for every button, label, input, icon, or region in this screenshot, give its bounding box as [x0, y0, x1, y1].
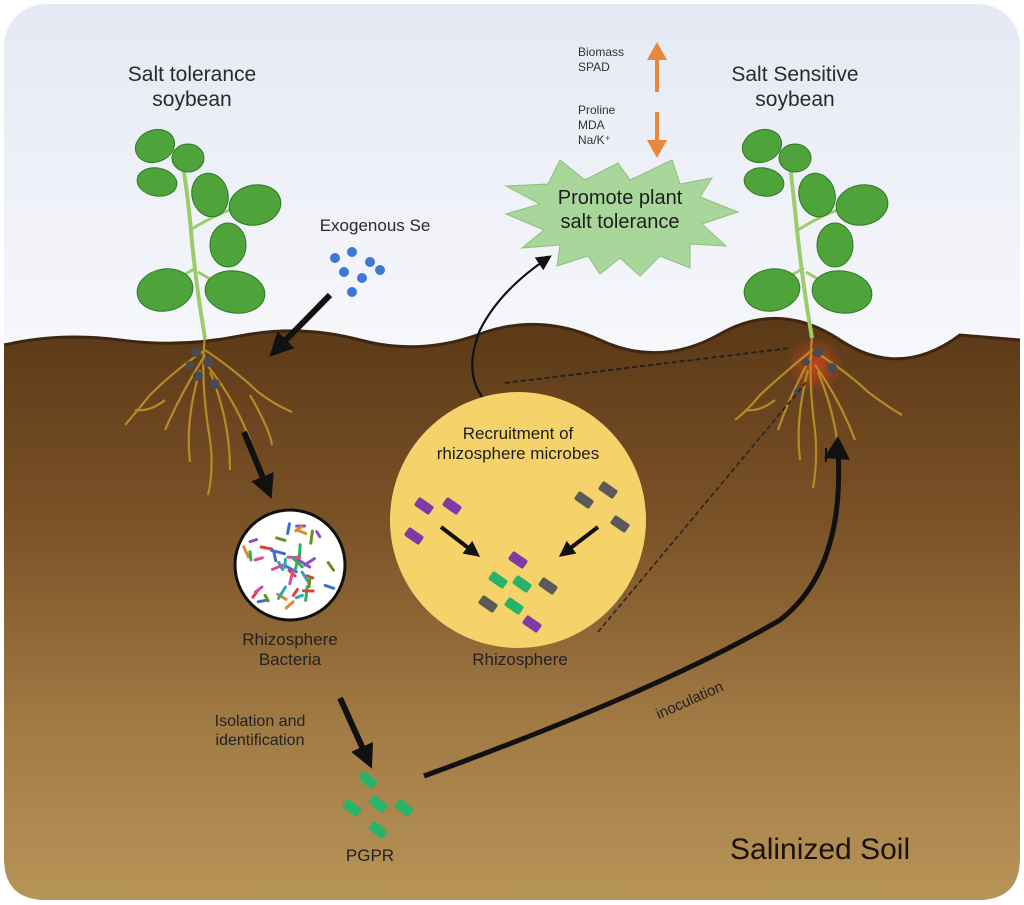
sensitive-soybean-plant — [734, 128, 903, 489]
isolation-label: Isolation and identification — [214, 713, 306, 750]
arrow-up-icon — [647, 42, 667, 92]
rhizosphere-bacteria-label: Rhizosphere Bacteria — [242, 630, 338, 670]
up-indicators-label: Biomass SPAD — [578, 45, 625, 74]
tolerant-root-se-dots — [186, 347, 220, 389]
down-indicators-label: Proline MDA Na/K⁺ — [578, 103, 616, 147]
bacterium-stroke — [272, 550, 278, 563]
bacterium-stroke — [270, 548, 286, 556]
bacterium-stroke — [284, 600, 295, 610]
root-to-bacteria-arrow — [241, 430, 274, 499]
bacterium-stroke — [263, 593, 270, 603]
bacterium-stroke — [315, 530, 322, 539]
circle-to-promote-arrow — [471, 255, 552, 409]
purple-to-center-arrow — [439, 525, 481, 557]
pgpr-label: PGPR — [345, 846, 395, 865]
salinized-soil-label: Salinized Soil — [730, 833, 911, 866]
bacterium-stroke — [275, 536, 287, 542]
exogenous-se-label: Exogenous Se — [319, 216, 431, 235]
bacterium-stroke — [277, 585, 287, 600]
bacterium-stroke — [242, 545, 250, 559]
bacteria-strokes — [242, 522, 336, 610]
bacterium-stroke — [256, 598, 268, 604]
bacterium-stroke — [298, 543, 302, 558]
bacterium-stroke — [283, 557, 287, 569]
bacterium-stroke — [296, 558, 312, 569]
promote-starburst — [504, 159, 740, 277]
circle-microbes — [404, 481, 630, 633]
bacterium-stroke — [291, 588, 299, 597]
bacterium-stroke — [248, 550, 253, 562]
rhizosphere-label: Rhizosphere — [472, 650, 568, 669]
bacterium-stroke — [288, 569, 295, 586]
sensitive-plant-label: Salt Sensitive soybean — [731, 63, 859, 112]
bacterium-stroke — [259, 545, 274, 551]
bacterium-stroke — [309, 529, 314, 545]
gray-to-center-arrow — [558, 525, 600, 557]
bacterium-stroke — [254, 585, 264, 594]
dashed-link-lower — [597, 379, 809, 633]
soil-surface-line — [3, 317, 1021, 361]
sensitive-root-dots — [794, 347, 837, 396]
bacterium-stroke — [303, 557, 316, 567]
recruitment-circle — [390, 392, 646, 648]
promote-salt-tolerance-label: Promote plant salt tolerance — [557, 187, 683, 233]
bacterium-stroke — [271, 563, 286, 571]
sensitive-plant-leaves — [741, 128, 889, 314]
bacterium-stroke — [323, 583, 336, 590]
bacterium-stroke — [253, 556, 264, 562]
bacterium-stroke — [300, 570, 311, 585]
bacterium-stroke — [248, 538, 258, 544]
bacterium-stroke — [294, 525, 303, 533]
bacterium-stroke — [304, 585, 309, 602]
bacterium-stroke — [286, 522, 291, 535]
recruitment-label: Recruitment of rhizosphere microbes — [436, 424, 600, 464]
isolation-arrow — [337, 696, 374, 769]
arrow-down-icon — [647, 112, 667, 158]
bacterium-stroke — [307, 576, 312, 589]
tolerant-plant-label: Salt tolerance soybean — [127, 63, 257, 112]
bacterium-stroke — [294, 593, 304, 600]
bacterium-stroke — [326, 561, 335, 572]
tolerant-soybean-plant — [124, 128, 293, 496]
pgpr-microbes — [342, 771, 414, 839]
selenium-particles — [330, 247, 385, 297]
bacterium-stroke — [291, 556, 304, 569]
tolerant-plant-leaves — [134, 128, 282, 314]
inoculation-arrow — [423, 449, 842, 779]
rhizosphere-bacteria-circle — [233, 508, 347, 622]
se-uptake-arrow — [269, 292, 333, 357]
